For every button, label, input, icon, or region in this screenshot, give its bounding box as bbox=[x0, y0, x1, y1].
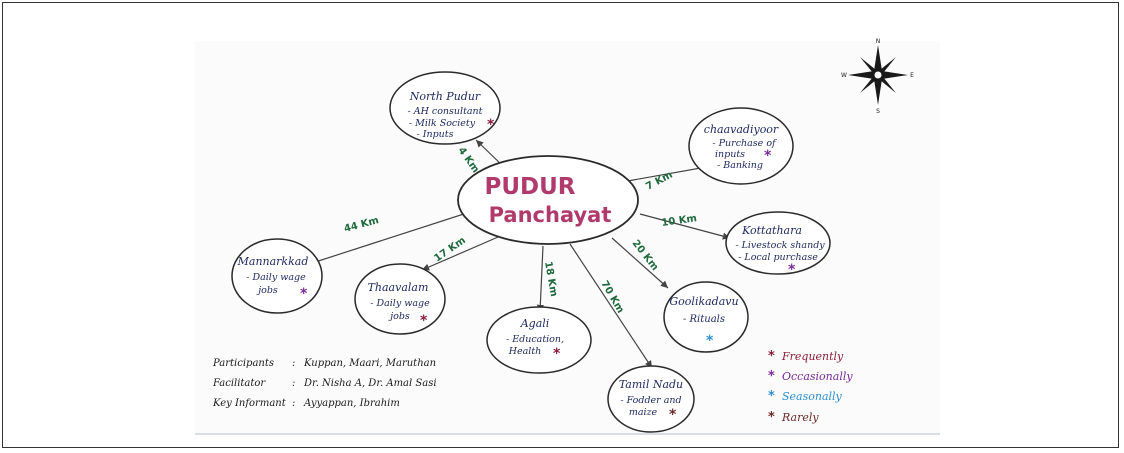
participants-key: Participants bbox=[212, 358, 274, 369]
node-north-pudur-title: North Pudur bbox=[409, 90, 481, 103]
line-agali bbox=[536, 245, 544, 313]
distance-chaavadiyoor: 7 Km bbox=[644, 170, 674, 193]
compass-east: E bbox=[910, 72, 914, 79]
node-north-pudur-item: - Milk Society bbox=[409, 118, 476, 129]
node-thaavalam-item: jobs bbox=[388, 311, 410, 322]
node-goolikadavu-item: - Rituals bbox=[683, 314, 725, 325]
legend-label-rarely: Rarely bbox=[781, 411, 819, 424]
node-north-pudur bbox=[389, 71, 501, 145]
node-tamil-nadu bbox=[607, 365, 695, 433]
node-north-pudur-item: - Inputs bbox=[417, 129, 454, 140]
distance-thaavalam: 17 Km bbox=[432, 235, 467, 264]
node-tamil-nadu-item: maize bbox=[629, 407, 658, 418]
compass-rose-icon: N S E W bbox=[841, 38, 914, 115]
informant-colon: : bbox=[292, 398, 295, 409]
center-subtitle: Panchayat bbox=[489, 203, 612, 227]
node-tamil-nadu-title: Tamil Nadu bbox=[619, 378, 683, 391]
legend-star-occasionally-icon: * bbox=[768, 369, 775, 384]
line-kottathara bbox=[639, 213, 731, 240]
compass-west: W bbox=[841, 72, 847, 79]
legend-label-frequently: Frequently bbox=[781, 350, 844, 363]
star-seasonally-icon: * bbox=[706, 333, 714, 349]
legend-star-rarely-icon: * bbox=[768, 410, 775, 425]
facilitator-value: Dr. Nisha A, Dr. Amal Sasi bbox=[303, 378, 437, 389]
credits: Participants : Kuppan, Maari, Maruthan F… bbox=[212, 358, 437, 409]
connectors bbox=[305, 139, 731, 369]
node-mannarkkad bbox=[231, 238, 323, 314]
compass-south: S bbox=[876, 108, 880, 115]
node-north-pudur-item: - AH consultant bbox=[407, 106, 482, 117]
node-mannarkkad-title: Mannarkkad bbox=[237, 255, 309, 268]
node-chaavadiyoor-item: - Purchase of bbox=[712, 138, 777, 149]
participants-colon: : bbox=[292, 358, 295, 369]
node-tamil-nadu-item: - Fodder and bbox=[620, 395, 681, 406]
informant-key: Key Informant bbox=[212, 398, 287, 409]
node-chaavadiyoor-title: chaavadiyoor bbox=[704, 123, 779, 136]
node-chaavadiyoor-item: - Banking bbox=[717, 160, 763, 171]
image-frame bbox=[2, 2, 1119, 448]
compass-north: N bbox=[876, 38, 881, 45]
legend: * Frequently * Occasionally * Seasonally… bbox=[768, 349, 853, 425]
line-mannarkkad bbox=[305, 211, 471, 267]
distance-mannarkkad: 44 Km bbox=[343, 215, 380, 235]
star-occasionally-icon: * bbox=[300, 286, 308, 302]
participants-value: Kuppan, Maari, Maruthan bbox=[303, 358, 436, 369]
legend-star-frequently-icon: * bbox=[768, 349, 775, 364]
node-agali bbox=[486, 306, 592, 374]
star-frequently-icon: * bbox=[553, 346, 561, 362]
node-goolikadavu bbox=[663, 281, 749, 353]
node-thaavalam bbox=[354, 263, 446, 335]
node-chaavadiyoor bbox=[688, 107, 794, 185]
node-thaavalam-item: - Daily wage bbox=[370, 298, 430, 309]
node-mannarkkad-item: - Daily wage bbox=[246, 272, 306, 283]
node-mannarkkad-item: jobs bbox=[256, 285, 278, 296]
facilitator-key: Facilitator bbox=[212, 378, 266, 389]
line-chaavadiyoor bbox=[621, 163, 713, 183]
node-kottathara-item: - Livestock shandy bbox=[735, 240, 825, 251]
star-frequently-icon: * bbox=[420, 313, 428, 329]
node-thaavalam-title: Thaavalam bbox=[368, 281, 429, 294]
center-node bbox=[457, 155, 639, 245]
star-occasionally-icon: * bbox=[764, 148, 772, 164]
legend-label-seasonally: Seasonally bbox=[782, 390, 843, 403]
node-kottathara bbox=[725, 211, 831, 275]
distance-agali: 18 Km bbox=[542, 261, 559, 298]
node-agali-item: - Education, bbox=[506, 334, 564, 345]
distance-north-pudur: 4 Km bbox=[456, 145, 481, 175]
legend-label-occasionally: Occasionally bbox=[782, 370, 853, 383]
facilitator-colon: : bbox=[292, 378, 295, 389]
line-goolikadavu bbox=[611, 237, 669, 289]
line-tamil-nadu bbox=[569, 243, 653, 369]
star-occasionally-icon: * bbox=[788, 262, 796, 278]
distance-tamil-nadu: 70 Km bbox=[598, 279, 625, 315]
legend-star-seasonally-icon: * bbox=[768, 389, 775, 404]
node-agali-title: Agali bbox=[520, 317, 550, 330]
distance-kottathara: 10 Km bbox=[661, 213, 698, 229]
node-kottathara-title: Kottathara bbox=[741, 224, 802, 237]
node-kottathara-item: - Local purchase bbox=[738, 252, 818, 263]
node-goolikadavu-title: Goolikadavu bbox=[669, 295, 738, 308]
star-frequently-icon: * bbox=[487, 117, 495, 133]
line-thaavalam bbox=[421, 233, 506, 271]
informant-value: Ayyappan, Ibrahim bbox=[303, 398, 400, 409]
node-agali-item: Health bbox=[508, 346, 542, 357]
node-chaavadiyoor-item: inputs bbox=[715, 149, 745, 160]
center-title: PUDUR bbox=[484, 174, 575, 200]
star-rarely-icon: * bbox=[669, 407, 677, 423]
